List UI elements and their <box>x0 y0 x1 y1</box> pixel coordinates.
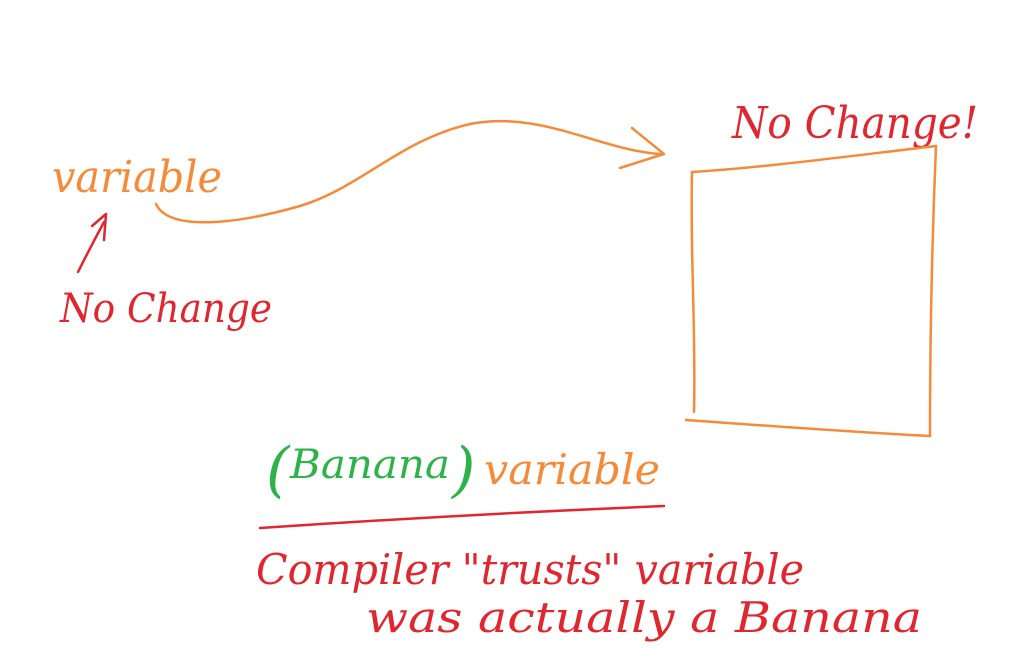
no-change-right-label: No Change! <box>731 98 978 149</box>
compiler-note-line1: Compiler "trusts" variable <box>256 545 804 594</box>
cast-close-paren: ) <box>450 435 475 505</box>
red-up-arrow <box>76 212 108 274</box>
no-change-left-label: No Change <box>59 286 272 332</box>
variable-label: variable <box>52 152 222 203</box>
orange-box <box>684 144 938 438</box>
cast-type-label: Banana <box>289 442 450 488</box>
orange-curved-arrow <box>154 119 666 224</box>
red-underline <box>258 504 666 530</box>
cast-open-paren: ( <box>266 435 291 505</box>
cast-variable-label: variable <box>484 445 660 494</box>
compiler-note-line2: was actually a Banana <box>366 593 922 642</box>
